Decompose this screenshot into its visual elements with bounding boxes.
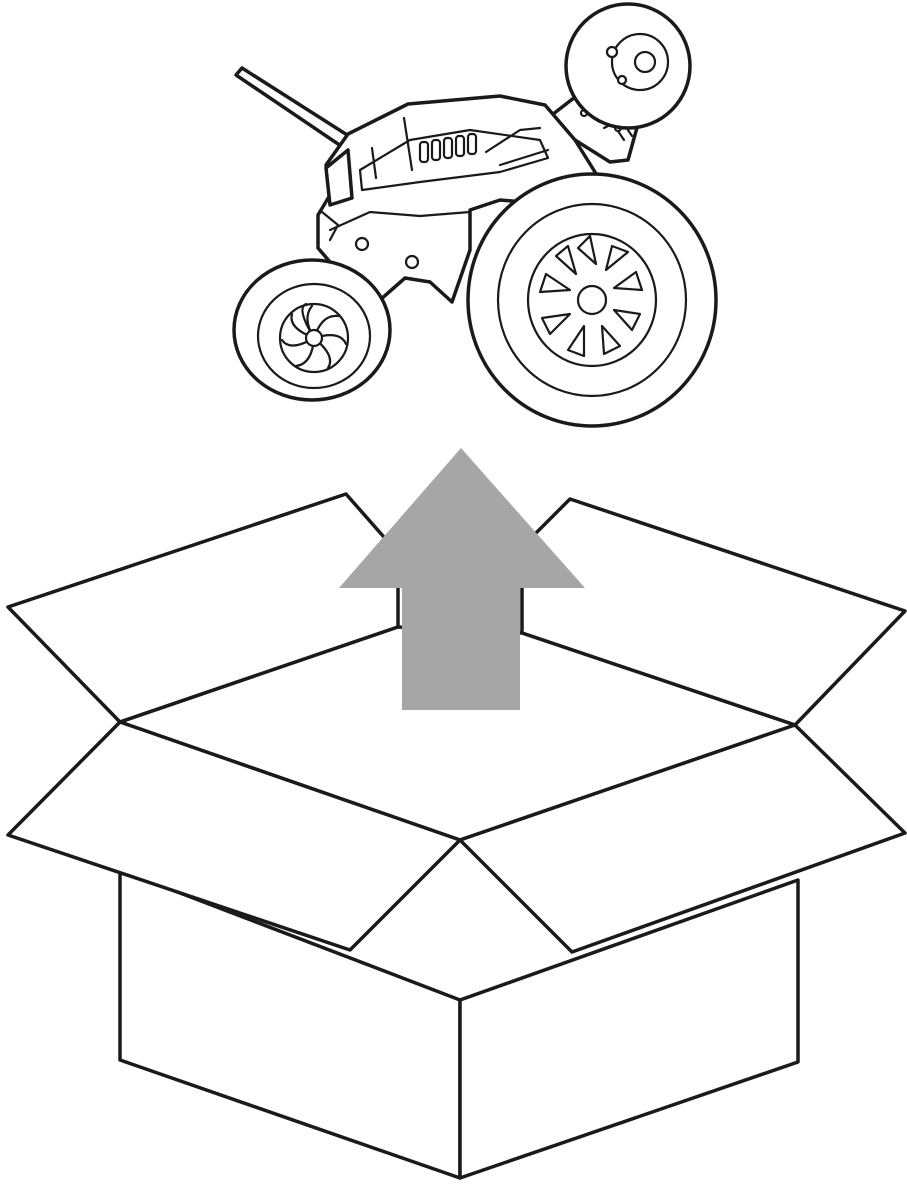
large-wheel: [468, 174, 716, 426]
front-wheel: [234, 260, 390, 400]
small-rear-wheel: [566, 4, 690, 128]
toy-car-icon: [234, 4, 716, 426]
antenna: [236, 68, 352, 148]
